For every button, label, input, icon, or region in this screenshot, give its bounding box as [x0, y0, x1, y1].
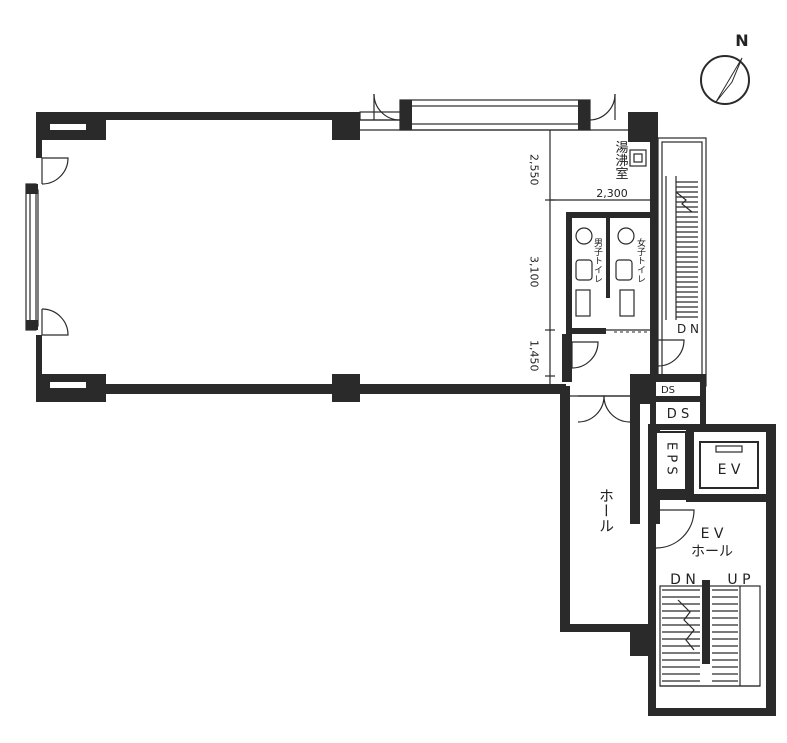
- ev-hall-walls: [648, 502, 776, 716]
- ev-hall-label-line1: E V: [701, 526, 724, 542]
- main-stair-dn-label: D N: [670, 572, 696, 588]
- right-stair: [657, 137, 707, 387]
- main-stair-up-label: U P: [727, 572, 750, 588]
- ds-large-label: D S: [667, 407, 689, 422]
- elevator-label: E V: [718, 462, 741, 478]
- ev-hall-label-line2: ホール: [691, 544, 733, 560]
- dimension-ticks: [545, 199, 555, 377]
- top-window: [359, 93, 628, 131]
- dimension-label: 2,550: [528, 154, 541, 186]
- ds-small-label: DS: [661, 385, 675, 396]
- right-stair-dn-label: D N: [677, 322, 699, 336]
- service-core-walls: [549, 112, 658, 386]
- elevator-shaft: [686, 424, 776, 716]
- hall-label: ホール: [597, 488, 615, 533]
- main-stair: [659, 580, 761, 687]
- main-room-walls: [25, 112, 566, 402]
- north-compass-icon: N: [700, 31, 750, 105]
- womens-toilet-label: 女子トイレ: [635, 237, 646, 283]
- dimension-label: 2,300: [596, 187, 628, 200]
- eps-label: E P S: [664, 442, 679, 475]
- compass-north-label: N: [735, 31, 748, 50]
- dimension-label: 1,450: [528, 340, 541, 372]
- mens-toilet-label: 男子トイレ: [592, 238, 603, 283]
- dimension-label: 3,100: [528, 256, 541, 288]
- kitchenette-label: 湯沸室: [613, 141, 629, 180]
- ds-eps-block: [648, 374, 706, 524]
